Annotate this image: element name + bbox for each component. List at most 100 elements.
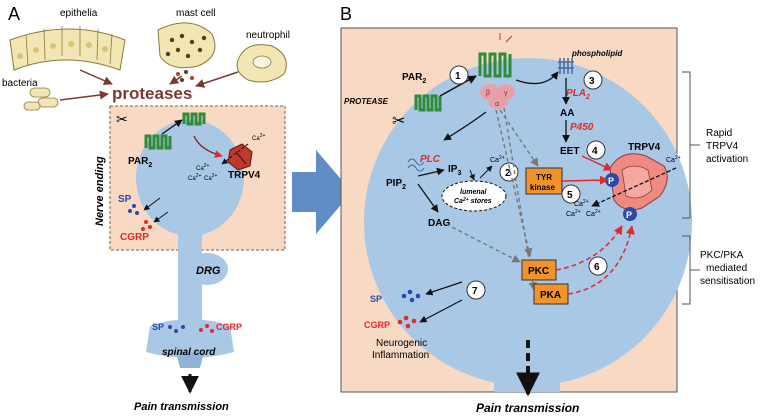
mast-cell-label: mast cell: [176, 8, 215, 19]
pip2-to-dag-arrow: [417, 183, 439, 213]
step-markers: [449, 65, 608, 300]
epithelia-label: epithelia: [60, 8, 98, 19]
cgrp-dots-b: [397, 315, 417, 329]
panel-b-label: B: [340, 4, 352, 24]
trpv4-label-a: TRPV4: [228, 170, 261, 181]
sensitisation-label-2: mediated: [706, 263, 747, 274]
sp-dots-a: [128, 204, 139, 215]
rapid-label-1: Rapid: [706, 128, 732, 139]
rapid-label-3: activation: [706, 154, 748, 165]
tyr-kinase-label-1: TYR: [536, 173, 552, 182]
cgrp-label-a: CGRP: [120, 232, 149, 243]
g-beta-label: β: [486, 90, 490, 97]
ca-label-a4: Ca2+: [204, 173, 217, 182]
ca-label-a2: Ca2+: [196, 163, 209, 172]
gprotein-dashed-arrows: [445, 107, 539, 291]
cgrp-label-spinal: CGRP: [216, 322, 242, 332]
panel-transition-arrow: [292, 150, 352, 234]
ip3-label: IP3: [448, 164, 461, 177]
trpv4-activation-arrow-a: [193, 135, 223, 158]
neurogenic-label-2: Inflammation: [372, 350, 429, 361]
eet-label: EET: [560, 146, 579, 157]
g-protein: [480, 84, 515, 109]
protease-label-b: PROTEASE: [344, 97, 389, 106]
cgrp-release-arrow-b: [419, 299, 463, 323]
trpv4-channel-a: [227, 143, 253, 171]
par2-activated-b: [478, 52, 512, 78]
p450-label: P450: [570, 122, 594, 133]
lumenal-label-2: Ca2+ stores: [454, 197, 492, 205]
pkc-label: PKC: [528, 266, 549, 277]
cgrp-label-b: CGRP: [364, 320, 390, 330]
step-5: 5: [567, 190, 573, 201]
proteases-label: proteases: [112, 84, 192, 103]
pka-label: PKA: [540, 290, 561, 301]
phospho-label-1: P: [608, 176, 614, 186]
step-7: 7: [472, 286, 478, 297]
g-gamma-label: γ: [504, 90, 508, 97]
sp-label-spinal: SP: [152, 322, 164, 332]
protease-source-arrows: [59, 69, 239, 101]
neutrophil: [236, 44, 287, 83]
eet-to-trpv4-arrow: [581, 155, 613, 171]
sensitisation-label-1: PKC/PKA: [700, 250, 744, 261]
bacteria-label: bacteria: [2, 78, 38, 89]
neutrophil-label: neutrophil: [246, 30, 290, 41]
step-6: 6: [594, 262, 600, 273]
par2-label-a: PAR2: [128, 156, 152, 169]
ip3-to-stores-arrow: [469, 169, 475, 181]
activation-arrow-a: [161, 119, 183, 135]
scissors-icon: ✂: [116, 111, 128, 127]
trpv4-channel-b: [609, 153, 668, 211]
tyr-kinase-box: [525, 167, 563, 195]
sp-label-a: SP: [118, 194, 132, 205]
ca-label-a1: Ca2+: [252, 133, 265, 142]
phospholipid-label: phospholipid: [571, 49, 623, 58]
spinal-cord-label: spinal cord: [162, 347, 216, 358]
drg-label: DRG: [196, 265, 221, 277]
epithelia-cells: [9, 26, 126, 71]
par2-label-b: PAR2: [402, 72, 426, 85]
ca-release-arrow: [479, 165, 493, 179]
step-3: 3: [589, 76, 595, 87]
panel-a-label: A: [8, 4, 20, 24]
trpv4-label-b: TRPV4: [628, 142, 661, 153]
ca-influx-arrow-a: [221, 143, 249, 165]
cgrp-dots-a: [141, 220, 152, 231]
cgrp-release-arrow-a: [153, 211, 169, 223]
step-4: 4: [592, 146, 598, 157]
rapid-label-2: TRPV4: [706, 141, 739, 152]
lumenal-ca-stores: [441, 180, 507, 212]
sp-dots-spinal: [168, 325, 185, 333]
g-alpha-label: α: [495, 101, 499, 108]
pla2-label: PLA2: [566, 88, 590, 101]
ca-label-b4: Ca2+: [586, 209, 601, 218]
phospholipid: [558, 58, 574, 74]
ca-label-a3: Ca2+: [188, 173, 201, 182]
pain-transmission-b: Pain transmission: [476, 401, 579, 415]
par2-receptor-a: [144, 134, 172, 150]
pla2-activation-arrow: [515, 71, 559, 85]
phospho-label-2: P: [626, 210, 632, 220]
bacteria: [23, 87, 59, 111]
cgrp-dots-spinal: [199, 324, 214, 333]
dag-label: DAG: [428, 218, 450, 229]
tyr-kinase-label-2: kinase: [530, 183, 555, 192]
ca-label-b1: Ca2+: [666, 155, 681, 164]
step-1: 1: [455, 71, 461, 82]
mast-cell: [157, 22, 216, 82]
pain-transmission-a: Pain transmission: [134, 401, 229, 413]
sensitisation-label-3: sensitisation: [700, 276, 755, 287]
ca-label-b2: Ca2+: [574, 199, 589, 208]
sp-dots-b: [401, 289, 421, 303]
step-2: 2: [505, 168, 511, 179]
tyr-to-trpv4-arrow: [561, 175, 609, 185]
plc-label: PLC: [420, 154, 441, 165]
scissors-icon-b: ✂: [392, 113, 405, 130]
sp-label-b: SP: [370, 294, 382, 304]
plc-activation-arrow: [443, 111, 487, 141]
sp-release-arrow-a: [143, 197, 161, 211]
par2-activation-arrow-b: [439, 75, 477, 97]
